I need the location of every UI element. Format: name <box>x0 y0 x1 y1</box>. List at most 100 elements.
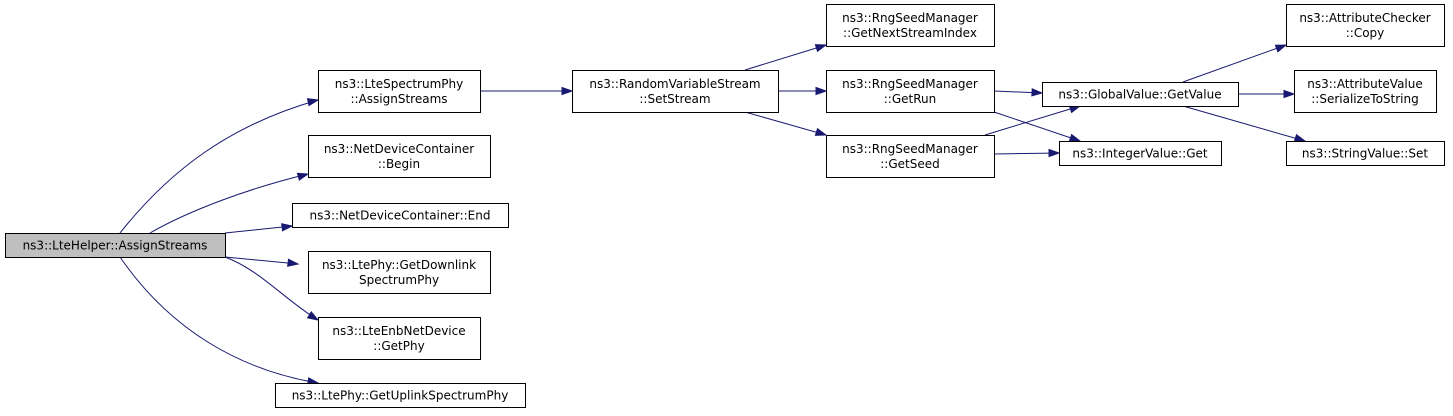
node-box[interactable] <box>572 70 779 113</box>
node-box[interactable] <box>826 135 995 178</box>
node-label: ::GetRun <box>884 92 936 106</box>
node-label: ::GetSeed <box>880 157 939 171</box>
node-box[interactable] <box>318 70 481 113</box>
edge-line <box>224 256 299 265</box>
node-box[interactable] <box>826 4 995 47</box>
node-label: ns3::LtePhy::GetUplinkSpectrumPhy <box>292 389 509 403</box>
node-label: ns3::RngSeedManager <box>842 11 978 25</box>
node-enbgetphy[interactable]: ns3::LteEnbNetDevice::GetPhy <box>318 317 481 360</box>
edge-line <box>224 256 319 321</box>
node-box[interactable] <box>1294 70 1437 113</box>
node-label: ::AssignStreams <box>350 92 447 106</box>
arrowhead-icon <box>814 44 828 53</box>
node-label: ::Copy <box>1346 26 1385 40</box>
edge-getrun-to-intget <box>993 111 1082 142</box>
arrowhead-icon <box>296 172 310 181</box>
node-label: ::Begin <box>378 157 420 171</box>
node-label: ns3::RandomVariableStream <box>589 77 760 91</box>
node-avserialize[interactable]: ns3::AttributeValue::SerializeToString <box>1294 70 1437 113</box>
edge-getseed-to-intget <box>993 148 1061 158</box>
node-ndcend[interactable]: ns3::NetDeviceContainer::End <box>292 203 509 228</box>
edge-line <box>149 173 309 234</box>
node-label: ns3::LteEnbNetDevice <box>332 324 465 338</box>
node-ndcbegin[interactable]: ns3::NetDeviceContainer::Begin <box>308 135 491 178</box>
node-svset[interactable]: ns3::StringValue::Set <box>1286 141 1445 166</box>
edge-root-to-ndcbegin <box>149 172 310 234</box>
node-label: ns3::StringValue::Set <box>1302 147 1428 161</box>
node-box[interactable] <box>275 383 526 408</box>
arrowhead-icon <box>1048 148 1061 158</box>
edge-line <box>993 152 1060 155</box>
node-intget[interactable]: ns3::IntegerValue::Get <box>1059 141 1222 166</box>
edge-gvgetvalue-to-svset <box>1182 105 1307 142</box>
node-label: ns3::LteSpectrumPhy <box>335 77 463 91</box>
edge-line <box>993 111 1081 142</box>
edge-line <box>744 111 827 136</box>
node-getrun[interactable]: ns3::RngSeedManager::GetRun <box>826 70 995 113</box>
arrowhead-icon <box>1274 44 1288 53</box>
arrowhead-icon <box>1293 133 1307 142</box>
edge-line <box>1182 44 1287 83</box>
arrowhead-icon <box>815 86 828 96</box>
edge-gvgetvalue-to-accopy <box>1182 44 1288 83</box>
node-box[interactable] <box>5 233 226 258</box>
node-label: ns3::LtePhy::GetDownlink <box>322 258 476 272</box>
edge-setstream-to-getrun <box>778 86 828 96</box>
node-box[interactable] <box>826 70 995 113</box>
edge-setstream-to-nextstream <box>744 44 828 71</box>
edge-gvgetvalue-to-avserialize <box>1238 89 1296 99</box>
arrowhead-icon <box>1031 88 1044 97</box>
nodes-layer: ns3::LteHelper::AssignStreams ns3::LteSpe… <box>5 4 1445 408</box>
arrowhead-icon <box>814 127 828 136</box>
node-box[interactable] <box>1286 4 1445 47</box>
node-label: ns3::NetDeviceContainer <box>324 142 474 156</box>
node-label: ns3::IntegerValue::Get <box>1072 147 1207 161</box>
node-box[interactable] <box>1059 141 1222 166</box>
arrowhead-icon <box>287 258 300 267</box>
node-label: ns3::AttributeValue <box>1307 77 1423 91</box>
edge-setstream-to-getseed <box>744 111 828 136</box>
node-box[interactable] <box>308 251 491 294</box>
node-box[interactable] <box>1286 141 1445 166</box>
node-box[interactable] <box>318 317 481 360</box>
node-label: ns3::RngSeedManager <box>842 142 978 156</box>
edge-line <box>1182 105 1306 142</box>
node-gvgetvalue[interactable]: ns3::GlobalValue::GetValue <box>1042 82 1239 107</box>
node-label: ::GetNextStreamIndex <box>843 26 977 40</box>
node-root[interactable]: ns3::LteHelper::AssignStreams <box>5 233 226 258</box>
edge-line <box>744 44 827 71</box>
edge-getseed-to-gvgetvalue <box>984 105 1082 136</box>
node-setstream[interactable]: ns3::RandomVariableStream::SetStream <box>572 70 779 113</box>
node-label: ns3::NetDeviceContainer::End <box>309 209 490 223</box>
node-getseed[interactable]: ns3::RngSeedManager::GetSeed <box>826 135 995 178</box>
node-label: ::SetStream <box>639 92 710 106</box>
arrowhead-icon <box>281 223 294 232</box>
node-label: ns3::AttributeChecker <box>1299 11 1430 25</box>
node-label: ns3::LteHelper::AssignStreams <box>23 239 208 253</box>
edge-ltespectrum-to-setstream <box>480 86 574 96</box>
node-box[interactable] <box>292 203 509 228</box>
node-label: ::GetPhy <box>373 339 424 353</box>
arrowhead-icon <box>306 310 320 321</box>
edge-line <box>224 225 293 234</box>
edge-line <box>984 105 1081 136</box>
node-box[interactable] <box>1042 82 1239 107</box>
node-box[interactable] <box>308 135 491 178</box>
node-accopy[interactable]: ns3::AttributeChecker::Copy <box>1286 4 1445 47</box>
node-getuplink[interactable]: ns3::LtePhy::GetUplinkSpectrumPhy <box>275 383 526 408</box>
edge-root-to-getdownlink <box>224 256 300 267</box>
node-label: SpectrumPhy <box>359 273 439 287</box>
arrowhead-icon <box>306 98 320 107</box>
node-ltespectrum[interactable]: ns3::LteSpectrumPhy::AssignStreams <box>318 70 481 113</box>
arrowhead-icon <box>561 86 574 96</box>
node-label: ns3::GlobalValue::GetValue <box>1058 88 1221 102</box>
edges-layer <box>119 44 1307 386</box>
edge-line <box>119 99 319 234</box>
node-label: ::SerializeToString <box>1311 92 1419 106</box>
node-nextstream[interactable]: ns3::RngSeedManager::GetNextStreamIndex <box>826 4 995 47</box>
arrowhead-icon <box>1068 133 1082 142</box>
arrowhead-icon <box>1283 89 1296 99</box>
edge-line <box>119 256 319 384</box>
